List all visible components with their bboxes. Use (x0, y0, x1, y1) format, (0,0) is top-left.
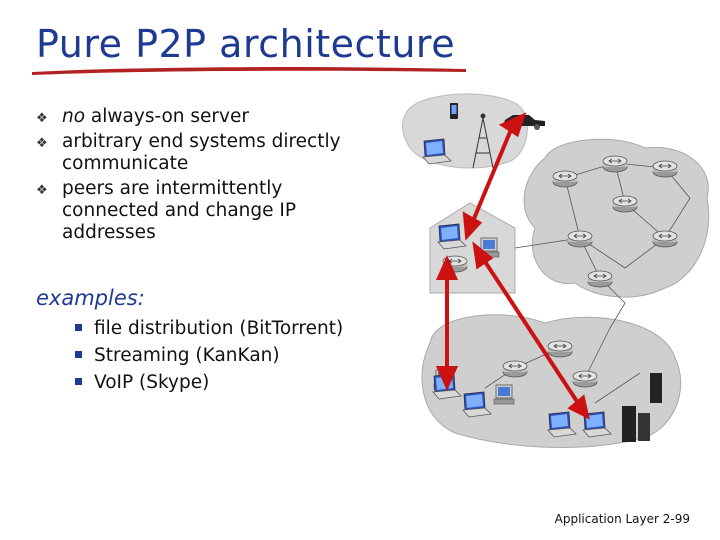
square-bullet-icon (75, 351, 82, 358)
title-underline (32, 67, 466, 75)
p2p-network-diagram (402, 93, 710, 448)
router-icon (502, 360, 528, 378)
example-text: file distribution (BitTorrent) (94, 318, 344, 339)
server-icon (622, 373, 662, 442)
router-icon (552, 170, 578, 188)
example-text: Streaming (KanKan) (94, 345, 280, 366)
router-icon (567, 230, 593, 248)
example-text: VoIP (Skype) (94, 372, 210, 393)
examples-list: file distribution (BitTorrent) Streaming… (75, 318, 355, 399)
example-item: file distribution (BitTorrent) (75, 318, 355, 340)
example-item: Streaming (KanKan) (75, 345, 355, 367)
slide-title: Pure P2P architecture (36, 22, 456, 66)
router-icon (547, 340, 573, 358)
phone-icon (450, 103, 458, 119)
bullet-text: always-on server (85, 106, 249, 127)
bullet-item: ❖ arbitrary end systems directly communi… (36, 131, 356, 175)
bullet-item: ❖ no always-on server (36, 106, 356, 128)
cell-tower-icon (472, 113, 494, 169)
bullet-emphasis: no (62, 106, 86, 127)
router-icon (572, 370, 598, 388)
bullet-arrow-icon: ❖ (36, 111, 48, 126)
bullet-text: peers are intermittently connected and c… (62, 178, 297, 243)
router-icon (652, 230, 678, 248)
router-icon (587, 270, 613, 288)
bullet-arrow-icon: ❖ (36, 136, 48, 151)
bullet-list: ❖ no always-on server ❖ arbitrary end sy… (36, 106, 356, 247)
examples-heading: examples: (36, 286, 145, 310)
router-icon (652, 160, 678, 178)
router-icon (612, 195, 638, 213)
router-icon (602, 155, 628, 173)
bullet-text: arbitrary end systems directly communica… (62, 131, 341, 174)
slide-footer: Application Layer 2-99 (554, 512, 690, 526)
square-bullet-icon (75, 378, 82, 385)
example-item: VoIP (Skype) (75, 372, 355, 394)
square-bullet-icon (75, 324, 82, 331)
bullet-arrow-icon: ❖ (36, 183, 48, 198)
bullet-item: ❖ peers are intermittently connected and… (36, 178, 356, 244)
p2p-connection-arrows (435, 112, 590, 420)
desktop-icon (493, 384, 515, 405)
